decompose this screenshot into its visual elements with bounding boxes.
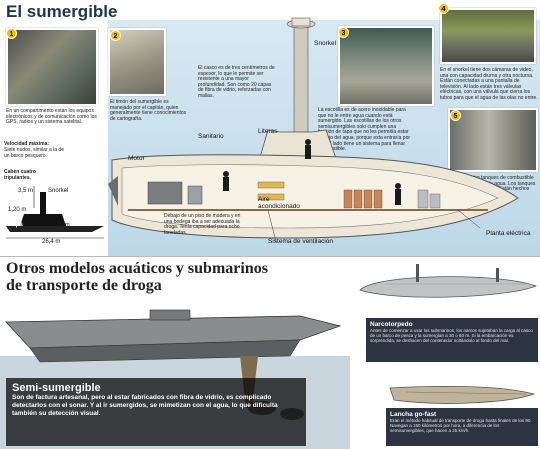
photo-electronics (6, 28, 98, 106)
lancha-title: Lancha go-fast (390, 411, 437, 418)
dim-length: 26,4 m (42, 239, 61, 245)
label-snorkel: Snorkel (314, 40, 337, 47)
label-literas: Literas (258, 128, 278, 135)
label-ventilacion: Sistema de ventilación (268, 238, 334, 245)
speed-block: Velocidad máxima: Siete nudos, similar a… (4, 141, 70, 159)
speed-text: Siete nudos, similar a la de un barco pe… (4, 146, 65, 159)
dim-width: 2,5 m (56, 222, 70, 228)
callout-4: 4 (438, 3, 449, 14)
page-title: El sumergible (6, 2, 118, 21)
label-planta: Planta eléctrica (486, 230, 531, 237)
narcotorpedo-box: Narcotorpedo Antes de comenzar a usar lo… (366, 318, 538, 362)
dim-height-2: 1,20 m (8, 207, 27, 213)
lancha-box: Lancha go-fast Eran el método habitual d… (386, 408, 538, 446)
narcotorpedo-illustration (359, 264, 538, 298)
callout-1: 1 (6, 28, 17, 39)
section-title-line2: de transporte de droga (6, 277, 162, 294)
label-sanitario: Sanitario (198, 133, 224, 140)
narcotorpedo-text: Antes de comenzar a usar los submarinos,… (370, 328, 533, 344)
semi-text: Son de factura artesanal, pero al estar … (12, 394, 278, 417)
callout-5: 5 (450, 110, 461, 121)
caption-floor: Debajo de un piso de madera y en una bod… (164, 213, 241, 236)
crew-text: Caben cuatro tripulantes. (4, 169, 36, 181)
semi-title: Semi-sumergible (12, 382, 101, 394)
photo-snorkel (440, 8, 536, 64)
label-snorkel-small: Snorkel (48, 188, 69, 194)
lancha-text: Eran el método habitual de transporte de… (390, 418, 532, 434)
caption-helm: El timón del sumergible es manejado por … (110, 99, 187, 122)
caption-hull: El casco es de tres centímetros de espes… (198, 65, 275, 99)
photo-hatch (338, 26, 434, 106)
submarine-cutaway (108, 17, 519, 243)
label-aire: Aire acondicionado (258, 196, 300, 210)
semi-submersible-box: Semi-sumergible Son de factura artesanal… (6, 378, 306, 446)
lancha-illustration (389, 385, 536, 404)
photo-tanks (448, 108, 538, 172)
dimension-diagram (6, 186, 104, 239)
callout-2: 2 (110, 30, 121, 41)
narcotorpedo-title: Narcotorpedo (370, 321, 413, 328)
section-title: Otros modelos acuáticos y submarinos de … (6, 260, 306, 294)
label-motor: Motor (128, 155, 145, 162)
label-popa: Popa (8, 222, 23, 228)
section-divider (0, 256, 540, 257)
callout-3: 3 (338, 27, 349, 38)
section-title-line1: Otros modelos acuáticos y submarinos (6, 260, 268, 277)
label-proa: Proa (86, 222, 100, 228)
caption-snorkel: En el snorkel tiene dos cámaras de video… (440, 67, 538, 101)
caption-electronics: En un compartimento están los equipos el… (6, 108, 97, 126)
speed-title: Velocidad máxima: (4, 141, 50, 147)
dim-height-1: 3,5 m (18, 188, 34, 194)
snorkel-mast (293, 21, 309, 133)
